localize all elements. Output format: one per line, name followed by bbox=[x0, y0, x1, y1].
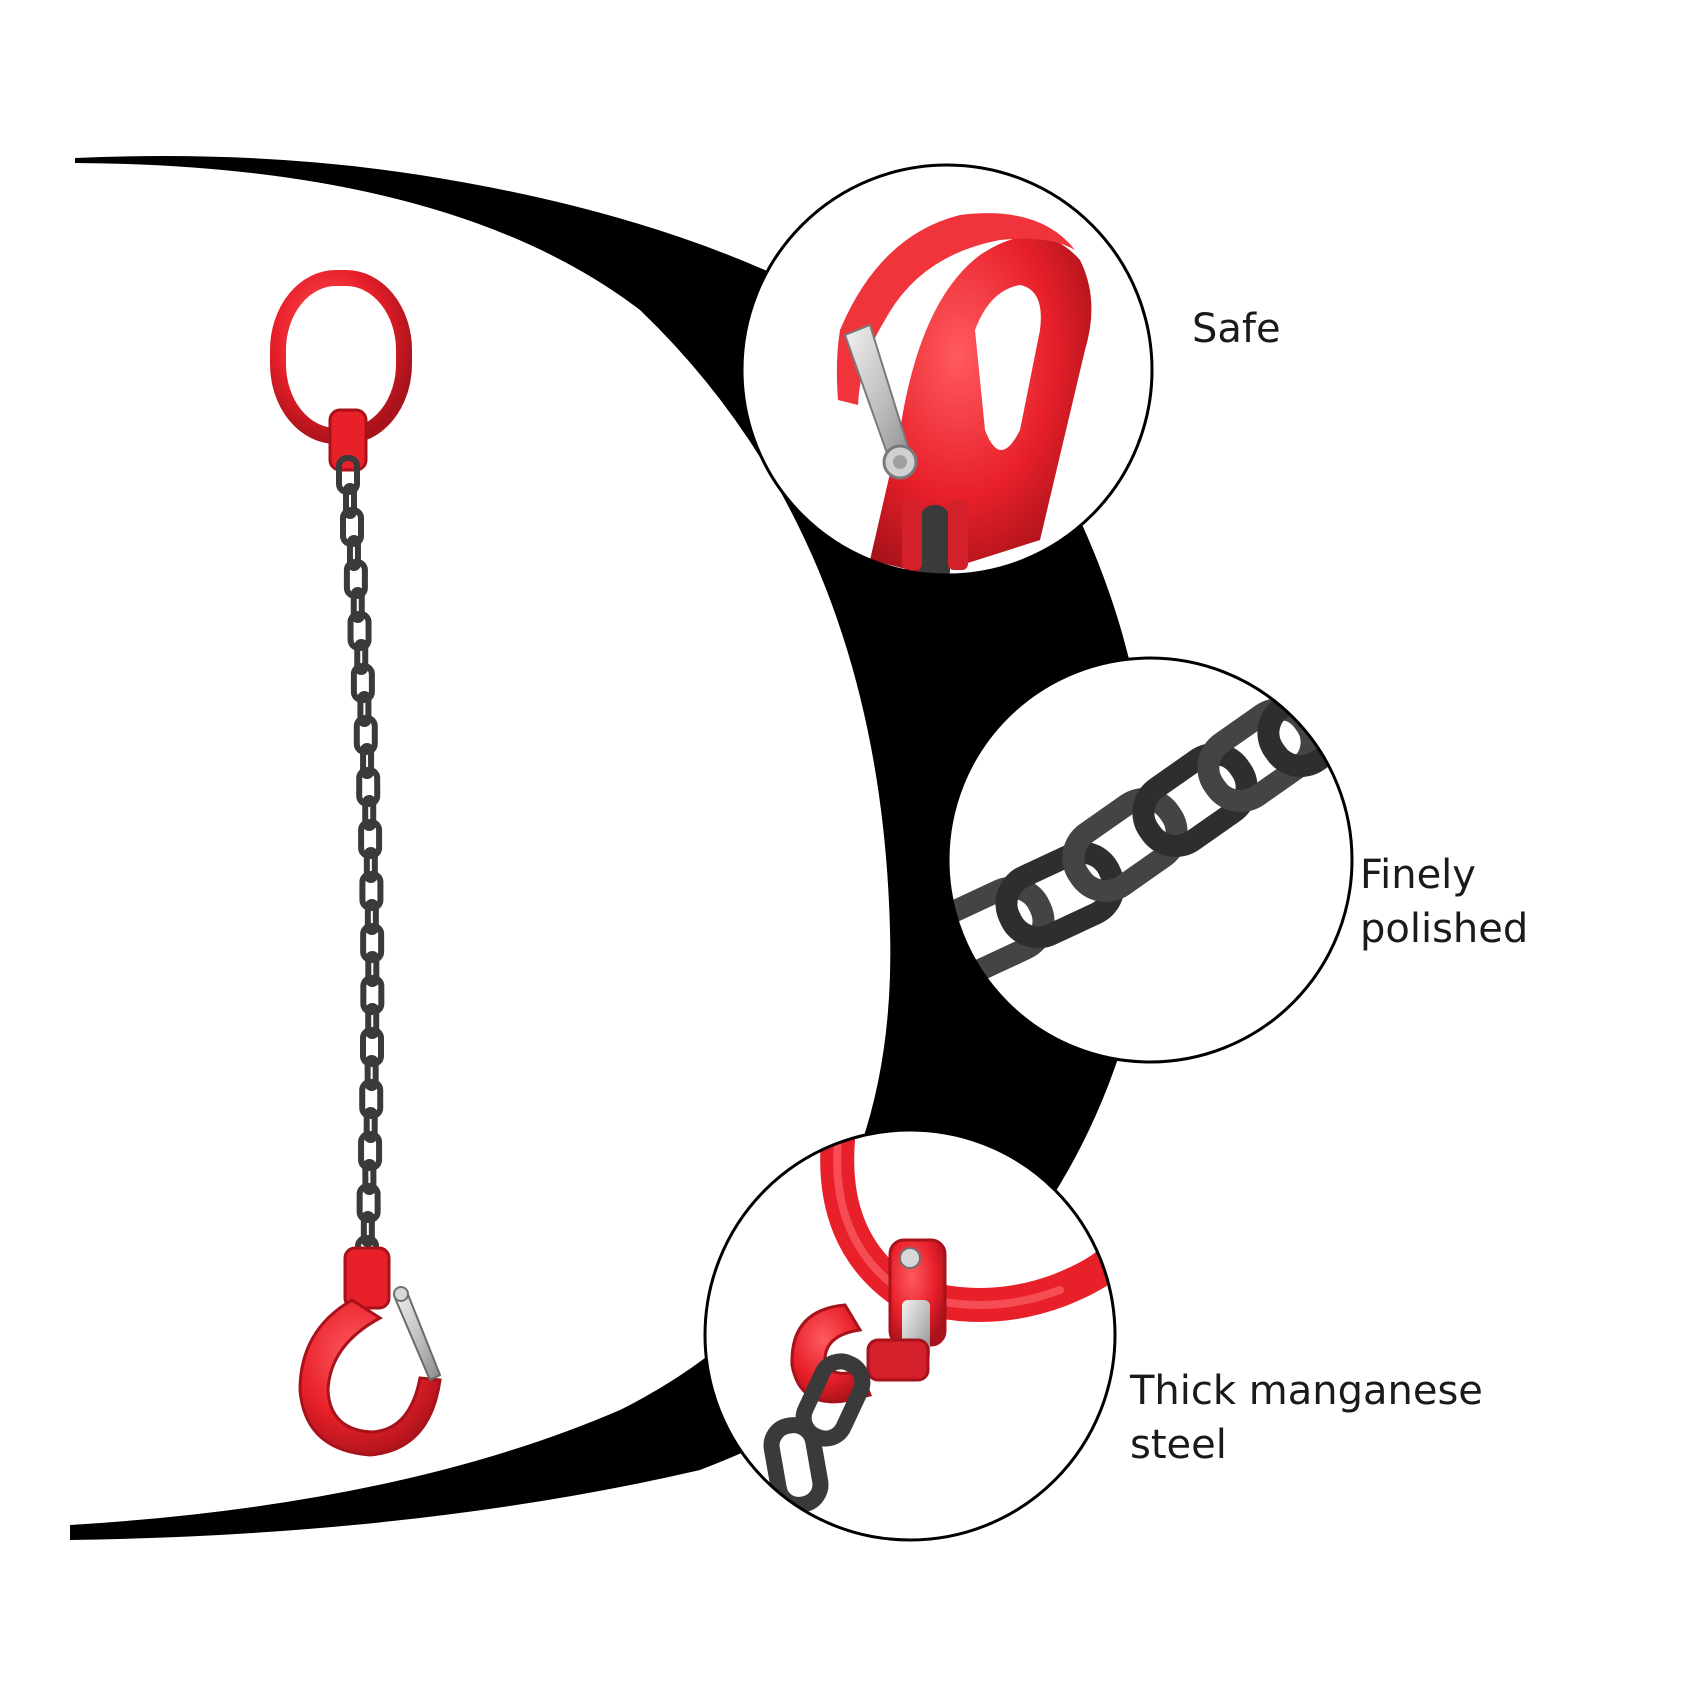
detail-hook bbox=[740, 163, 1154, 577]
chain-sling-product bbox=[270, 270, 442, 1457]
chain-closeup-link bbox=[1257, 663, 1352, 777]
chain-link-icon bbox=[346, 535, 361, 571]
chain-link-icon bbox=[365, 951, 380, 987]
feature-label-line: Safe bbox=[1192, 306, 1281, 352]
feature-label-safe: Safe bbox=[1192, 302, 1281, 356]
chain-link-icon bbox=[365, 1003, 380, 1039]
chain-link-icon bbox=[360, 923, 385, 963]
clevis-hook-icon bbox=[298, 1246, 442, 1457]
chain-link-icon bbox=[360, 975, 385, 1015]
feature-label-line: polished bbox=[1360, 906, 1529, 952]
chain-link-icon bbox=[363, 1107, 378, 1143]
feature-label-line: Finely bbox=[1360, 852, 1476, 898]
safety-latch-icon bbox=[393, 1290, 442, 1382]
feature-label-thick-manganese-steel: Thick manganese steel bbox=[1130, 1364, 1483, 1472]
feature-label-line: steel bbox=[1130, 1422, 1227, 1468]
detail-link bbox=[703, 1128, 1117, 1542]
chain-link-icon bbox=[354, 639, 369, 675]
chain-link-icon bbox=[360, 743, 375, 779]
chain-link-icon bbox=[359, 871, 384, 911]
chain-closeup-link bbox=[1132, 743, 1258, 857]
chain-link-icon bbox=[362, 795, 377, 831]
feature-label-finely-polished: Finely polished bbox=[1360, 848, 1528, 956]
chain-closeup-link bbox=[1062, 788, 1188, 902]
chain-links bbox=[336, 455, 385, 1275]
chain-link-icon bbox=[360, 1027, 385, 1067]
chain-link-icon bbox=[356, 1183, 381, 1223]
chain-closeup-link bbox=[948, 876, 1055, 984]
chain-link-icon bbox=[362, 1159, 377, 1195]
chain-link-icon bbox=[364, 1055, 379, 1091]
chain-closeup-link bbox=[995, 841, 1125, 949]
chain-link-icon bbox=[364, 899, 379, 935]
feature-label-line: Thick manganese bbox=[1130, 1368, 1483, 1414]
chain-link-icon bbox=[357, 691, 372, 727]
chain-link-icon bbox=[359, 1079, 384, 1119]
chain-link-icon bbox=[350, 587, 365, 623]
connector-link bbox=[328, 408, 368, 472]
chain-link-icon bbox=[358, 819, 383, 859]
chain-link-icon bbox=[360, 1211, 375, 1247]
chain-link-icon bbox=[358, 1131, 383, 1171]
chain-link-icon bbox=[343, 483, 358, 519]
chain-link-icon bbox=[363, 847, 378, 883]
